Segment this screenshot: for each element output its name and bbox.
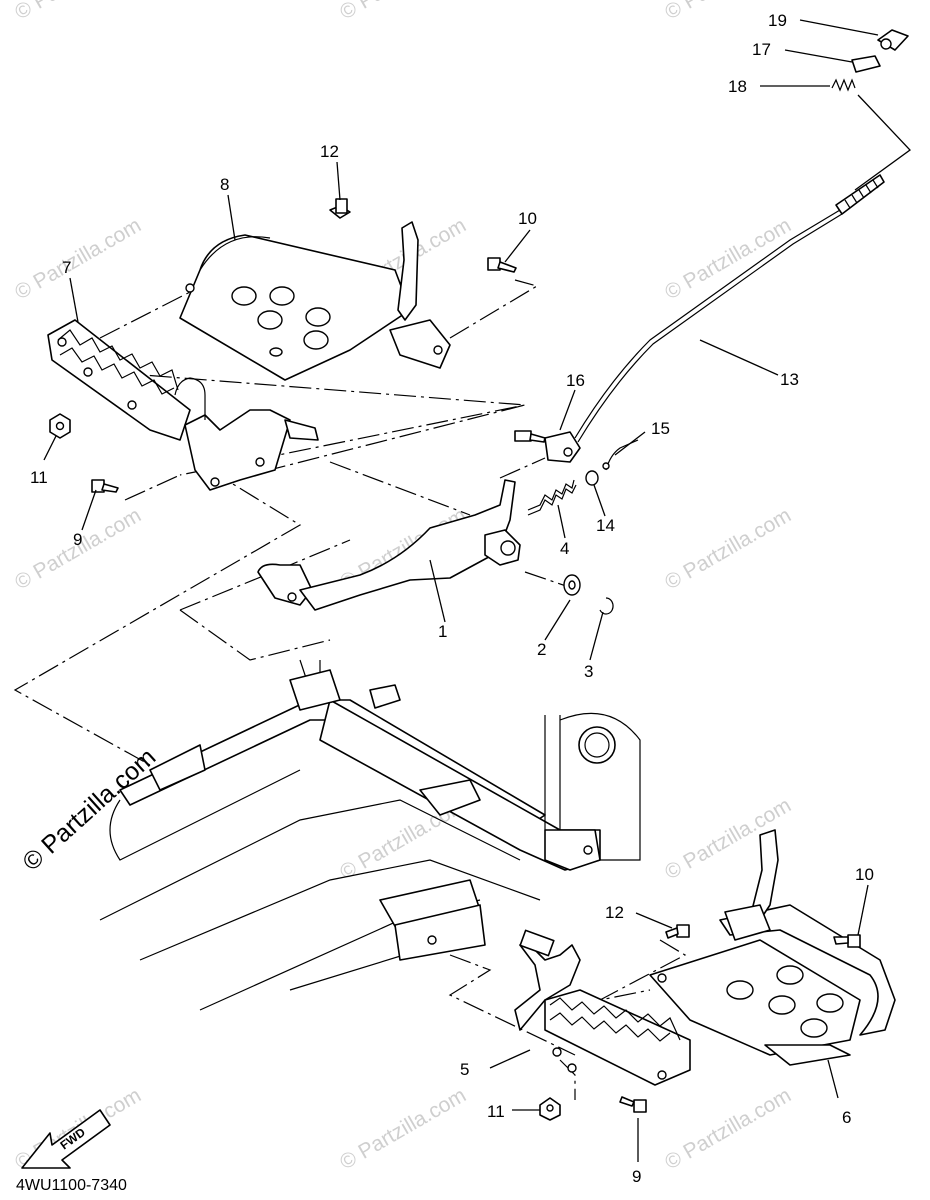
- partzilla-watermark: © Partzilla.com: [17, 743, 161, 877]
- callout-1: 1: [438, 622, 447, 641]
- part-3-circlip: [599, 597, 614, 615]
- callout-6: 6: [842, 1108, 851, 1127]
- watermark: © Partzilla.com: [336, 1084, 470, 1175]
- part-1-brake-pedal: [257, 479, 521, 611]
- part-13-brake-cable: [574, 174, 885, 443]
- part-14-washer: [585, 470, 599, 486]
- callout-11: 11: [487, 1102, 505, 1121]
- callout-13: 13: [780, 370, 799, 389]
- part-10-bolt-lower: [833, 934, 861, 948]
- callout-11: 11: [30, 468, 48, 487]
- callout-3: 3: [584, 662, 593, 681]
- part-19-wing-nut: [877, 29, 909, 51]
- fwd-arrow-icon: FWD: [21, 1109, 111, 1169]
- part-11-nut-lower: [539, 1097, 561, 1121]
- part-17-pin: [851, 55, 881, 73]
- callout-12: 12: [605, 903, 624, 922]
- part-6-right-footboard: [649, 829, 896, 1066]
- callout-15: 15: [651, 419, 670, 438]
- part-10-bolt-upper: [487, 257, 517, 273]
- diagram-code: 4WU1100-7340: [16, 1177, 127, 1194]
- callouts: 12 8 10 7 11 9 16 15 13 14 4 1 2 3 19 17…: [30, 11, 874, 1186]
- part-16-clevis: [514, 430, 581, 463]
- watermark: © Partzilla.com: [661, 504, 795, 595]
- watermark: © Partzilla.com: [336, 0, 470, 24]
- left-footpeg-bracket: [174, 377, 319, 491]
- callout-17: 17: [752, 40, 771, 59]
- part-7-left-footpeg: [47, 319, 191, 441]
- callout-7: 7: [62, 258, 71, 277]
- part-2-washer: [563, 574, 581, 596]
- watermark: © Partzilla.com: [11, 0, 145, 24]
- part-9-bolt-lower: [619, 1096, 647, 1113]
- callout-2: 2: [537, 640, 546, 659]
- callout-9: 9: [73, 530, 82, 549]
- part-12-bolt-upper: [329, 198, 351, 219]
- callout-16: 16: [566, 371, 585, 390]
- part-11-nut-left: [49, 413, 71, 439]
- part-9-bolt-left: [91, 479, 119, 493]
- callout-9: 9: [632, 1167, 641, 1186]
- callout-10: 10: [855, 865, 874, 884]
- part-4-spring: [527, 479, 577, 516]
- watermark: © Partzilla.com: [11, 214, 145, 305]
- callout-14: 14: [596, 516, 615, 535]
- frame: [99, 659, 641, 1011]
- part-15-cotter-pin: [602, 439, 639, 471]
- callout-19: 19: [768, 11, 787, 30]
- part-18-spring: [831, 78, 856, 92]
- callout-10: 10: [518, 209, 537, 228]
- leader-lines: [43, 19, 911, 1162]
- part-5-right-footpeg: [514, 929, 691, 1086]
- callout-4: 4: [560, 539, 569, 558]
- callout-5: 5: [460, 1060, 469, 1079]
- callout-18: 18: [728, 77, 747, 96]
- watermark: © Partzilla.com: [661, 1084, 795, 1175]
- part-12-bolt-lower: [665, 924, 690, 939]
- part-8-left-footboard: [179, 221, 451, 381]
- callout-8: 8: [220, 175, 229, 194]
- callout-12: 12: [320, 142, 339, 161]
